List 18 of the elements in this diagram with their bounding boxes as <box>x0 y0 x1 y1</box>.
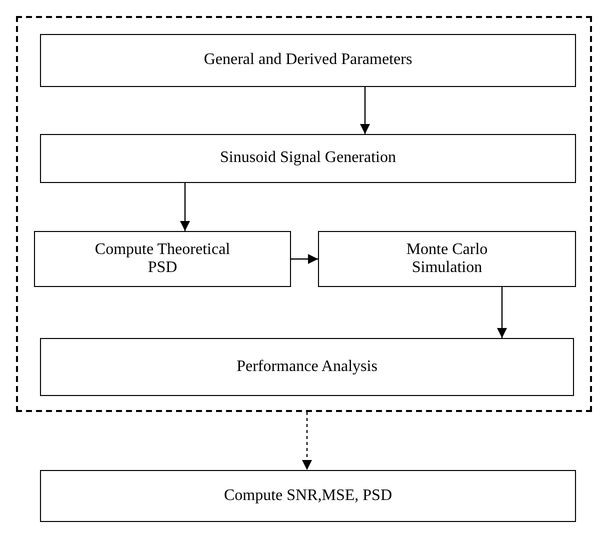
process-box <box>40 338 574 396</box>
process-box <box>40 34 576 87</box>
box-label: Sinusoid Signal Generation <box>220 149 396 168</box>
process-box <box>40 134 576 183</box>
arrow <box>180 183 190 231</box>
box-label: Monte Carlo Simulation <box>405 240 489 278</box>
dashed-group-box <box>16 16 592 412</box>
process-box <box>34 231 291 287</box>
box-label: Compute SNR,MSE, PSD <box>224 486 392 506</box>
arrow <box>497 287 507 338</box>
box-label: General and Derived Parameters <box>204 51 412 70</box>
box-label: Performance Analysis <box>236 358 378 376</box>
arrow <box>291 254 318 264</box>
arrow <box>360 87 370 134</box>
process-box <box>318 231 576 287</box>
process-box <box>40 470 576 522</box>
box-label: Compute Theoretical PSD <box>94 240 232 278</box>
arrow <box>302 412 312 470</box>
